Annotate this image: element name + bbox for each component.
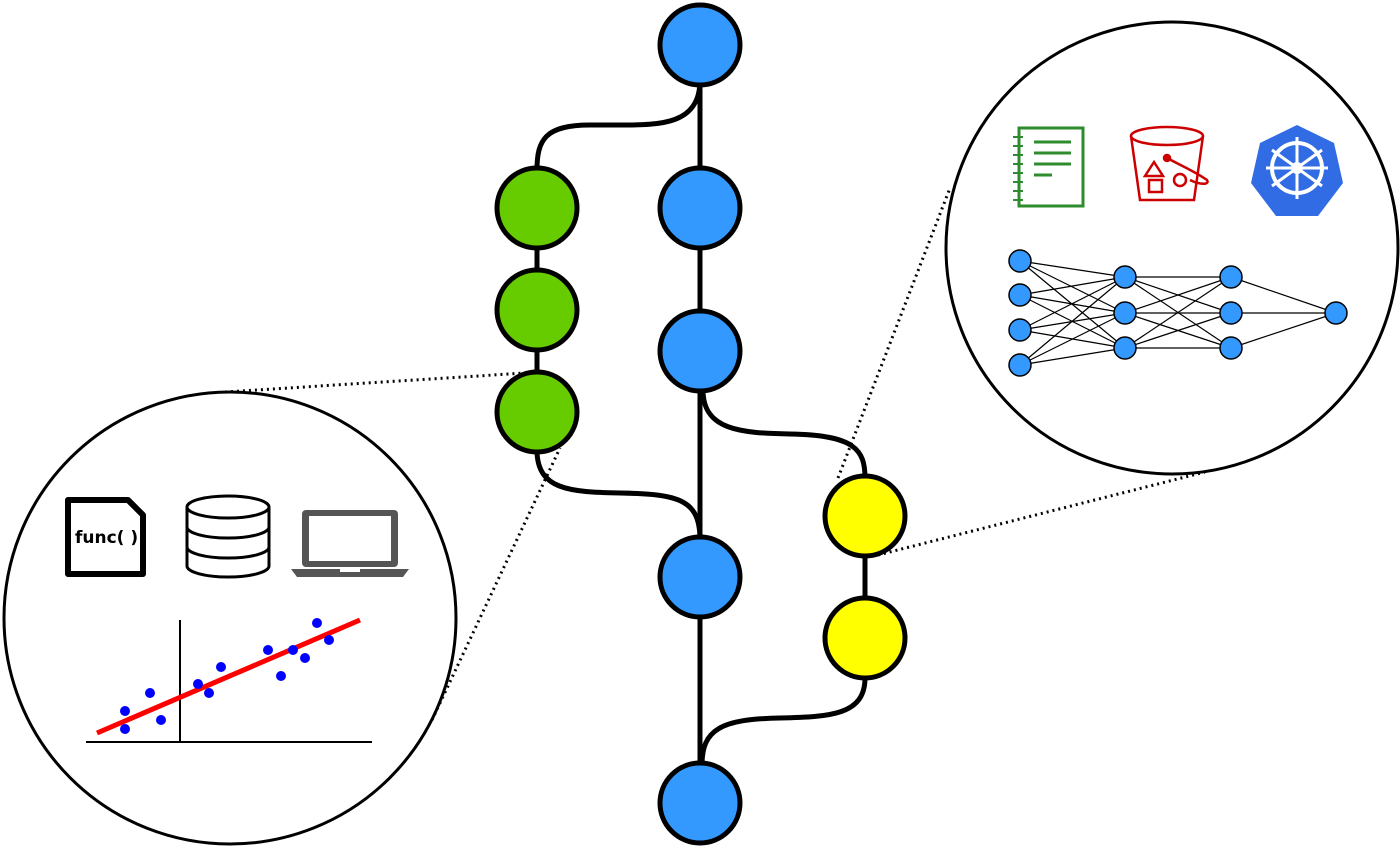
commit-node xyxy=(657,308,743,394)
right-zoom-panel xyxy=(944,20,1400,476)
zoom-guide-right-bottom xyxy=(877,470,1206,557)
hidden-neuron xyxy=(1219,336,1243,360)
commit-node xyxy=(657,2,743,88)
data-point xyxy=(312,618,322,628)
commit-node xyxy=(657,534,743,620)
laptop-icon xyxy=(291,510,409,577)
network-nodes xyxy=(1008,249,1348,377)
data-point xyxy=(216,662,226,672)
yellow-branch-fork xyxy=(700,389,868,479)
input-neuron xyxy=(1008,353,1032,377)
zoom-guide-left-bottom xyxy=(430,447,562,721)
yellow-branch-commits xyxy=(822,473,908,681)
right-zoom-circle xyxy=(944,20,1400,476)
function-file-icon: func( ) xyxy=(65,497,146,577)
data-point xyxy=(263,645,273,655)
input-neuron xyxy=(1008,283,1032,307)
zoom-guide-right-top xyxy=(836,187,952,479)
commit-node xyxy=(657,165,743,251)
commit-node xyxy=(822,595,908,681)
data-point xyxy=(324,635,334,645)
data-point xyxy=(193,679,203,689)
input-neuron xyxy=(1008,249,1032,273)
zoom-guide-left-top xyxy=(224,371,526,394)
commit-node xyxy=(822,473,908,559)
hidden-neuron xyxy=(1113,301,1137,325)
branch-connectors xyxy=(534,45,868,800)
commit-node xyxy=(494,165,580,251)
hidden-neuron xyxy=(1219,265,1243,289)
neural-network-diagram xyxy=(1008,249,1348,377)
data-point xyxy=(204,688,214,698)
scatter-regression-plot xyxy=(86,617,372,743)
yellow-branch-merge xyxy=(699,677,868,766)
kubernetes-icon xyxy=(1251,125,1343,216)
data-point xyxy=(288,645,298,655)
left-zoom-circle xyxy=(2,390,458,846)
data-point xyxy=(156,715,166,725)
hidden-neuron xyxy=(1113,265,1137,289)
data-point xyxy=(145,688,155,698)
zoom-guides xyxy=(224,187,1206,721)
green-branch-merge xyxy=(534,449,703,541)
commit-node xyxy=(494,267,580,353)
function-label: func( ) xyxy=(75,528,138,548)
green-branch-commits xyxy=(494,165,580,455)
data-point xyxy=(276,671,286,681)
commit-node xyxy=(494,369,580,455)
data-point xyxy=(120,724,130,734)
scatter-points xyxy=(120,618,334,734)
storage-bucket-icon xyxy=(1129,125,1209,202)
commit-node xyxy=(657,760,743,846)
database-icon xyxy=(185,494,271,579)
left-zoom-panel: func( ) xyxy=(2,390,458,846)
green-branch-fork xyxy=(534,79,703,171)
data-point xyxy=(300,653,310,663)
network-connections xyxy=(1019,260,1337,366)
input-neuron xyxy=(1008,318,1032,342)
hidden-neuron xyxy=(1219,301,1243,325)
hidden-neuron xyxy=(1113,336,1137,360)
main-branch-commits xyxy=(657,2,743,846)
notebook-icon xyxy=(1013,126,1085,208)
regression-line xyxy=(96,617,361,736)
data-point xyxy=(120,706,130,716)
output-neuron xyxy=(1324,301,1348,325)
